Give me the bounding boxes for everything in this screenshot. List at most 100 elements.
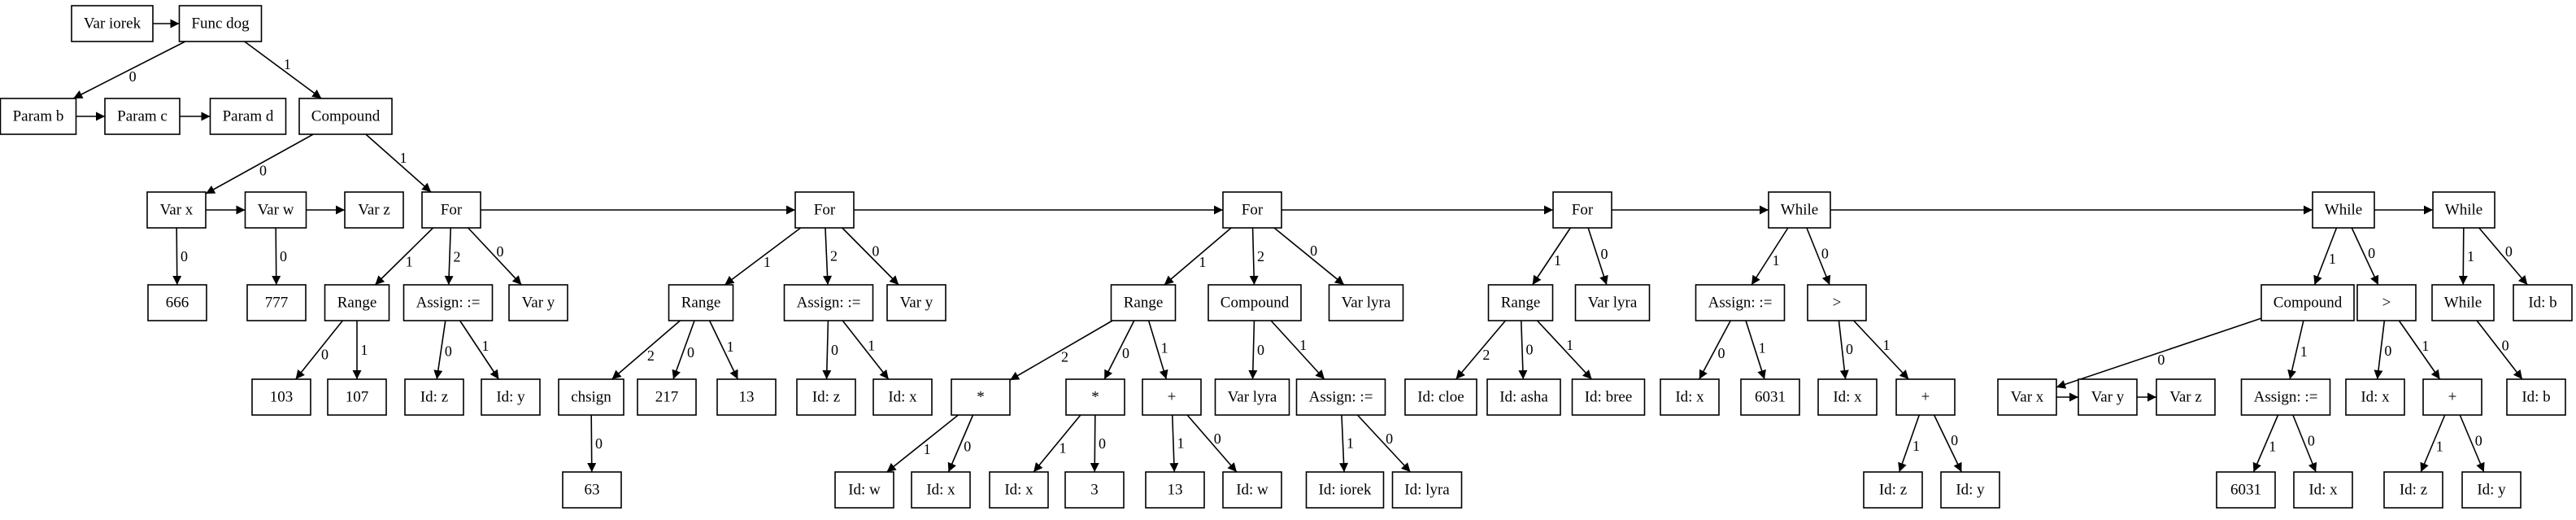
edge-label: 1 xyxy=(2436,438,2443,454)
node-label: Assign: := xyxy=(416,295,481,312)
edge-arrow xyxy=(1090,414,1099,473)
edge-label: 1 xyxy=(399,150,407,166)
tree-node: Id: z xyxy=(1863,471,1923,509)
tree-node: Var x xyxy=(1997,378,2057,416)
tree-node: Id: b xyxy=(2506,378,2566,416)
tree-node: Id: asha xyxy=(1486,378,1561,416)
edge-label: 2 xyxy=(453,248,460,264)
node-label: For xyxy=(441,202,463,219)
node-label: Id: z xyxy=(812,389,840,406)
node-box xyxy=(481,378,541,416)
edge-arrow xyxy=(2351,227,2379,286)
edge-arrow xyxy=(947,414,974,473)
node-box xyxy=(1807,284,1867,321)
node-label: Range xyxy=(1501,295,1541,312)
edge-arrow xyxy=(295,320,343,380)
node-label: Var z xyxy=(2169,389,2202,406)
node-box xyxy=(1222,471,1282,509)
edge-label: 0 xyxy=(1525,342,1533,358)
node-box xyxy=(2293,471,2353,509)
node-box xyxy=(872,378,933,416)
edge-label: 0 xyxy=(1951,432,1958,448)
tree-node: Id: lyra xyxy=(1391,471,1463,509)
tree-node: While xyxy=(2432,191,2496,229)
node-box xyxy=(558,378,624,416)
tree-node: 13 xyxy=(1145,471,1205,509)
edge-arrow xyxy=(724,227,802,286)
node-box xyxy=(2461,471,2522,509)
node-box xyxy=(2156,378,2216,416)
node-label: Assign: := xyxy=(2254,389,2318,406)
tree-node: 3 xyxy=(1064,471,1125,509)
node-label: 107 xyxy=(346,389,369,406)
tree-node: Compound xyxy=(1208,284,1302,321)
edge-label: 0 xyxy=(129,68,137,85)
node-box xyxy=(1391,471,1463,509)
node-label: Id: bree xyxy=(1585,389,1633,406)
node-label: Id: x xyxy=(2361,389,2390,406)
edge-label: 0 xyxy=(181,248,188,264)
tree-node: Assign: := xyxy=(1695,284,1786,321)
node-box xyxy=(2312,191,2375,229)
node-label: + xyxy=(1168,389,1177,406)
node-box xyxy=(1863,471,1923,509)
node-label: Var lyra xyxy=(1588,295,1638,312)
node-box xyxy=(1214,378,1290,416)
node-box xyxy=(1895,378,1956,416)
node-label: Var lyra xyxy=(1342,295,1391,312)
node-label: > xyxy=(2382,295,2391,312)
node-label: Id: b xyxy=(2528,295,2556,312)
node-label: 777 xyxy=(265,295,289,312)
tree-node: Id: z xyxy=(796,378,856,416)
tree-node: Var iorek xyxy=(71,5,154,42)
edge-label: 0 xyxy=(321,347,329,363)
edge-arrow xyxy=(1033,414,1081,473)
node-label: Id: asha xyxy=(1499,389,1548,406)
edge-arrow xyxy=(2056,317,2262,389)
edge-label: 0 xyxy=(445,343,452,359)
tree-node: Id: x xyxy=(2293,471,2353,509)
node-label: Id: x xyxy=(1004,482,1033,499)
node-label: 6031 xyxy=(1755,389,1786,406)
edge-label: 1 xyxy=(1566,337,1573,353)
edge-arrow xyxy=(1751,227,1789,286)
node-box xyxy=(178,5,263,42)
node-box xyxy=(783,284,874,321)
node-box xyxy=(1660,378,1720,416)
node-box xyxy=(1064,471,1125,509)
tree-node: Assign: := xyxy=(1295,378,1386,416)
node-label: Assign: := xyxy=(1708,295,1773,312)
edge-arrow xyxy=(1169,414,1179,473)
tree-node: Assign: := xyxy=(2240,378,2331,416)
node-label: Range xyxy=(681,295,721,312)
tree-node: Var z xyxy=(2156,378,2216,416)
tree-node: chsign xyxy=(558,378,624,416)
node-label: Func dog xyxy=(191,15,250,33)
tree-node: Id: iorek xyxy=(1305,471,1385,509)
node-label: Id: lyra xyxy=(1404,482,1450,499)
tree-node: Id: x xyxy=(2345,378,2405,416)
node-box xyxy=(209,98,287,135)
edge-arrow xyxy=(1248,320,1258,380)
node-box xyxy=(1110,284,1177,321)
tree-node: While xyxy=(2312,191,2375,229)
edge-arrow xyxy=(1249,227,1259,286)
tree-node: Assign: := xyxy=(783,284,874,321)
node-box xyxy=(951,378,1011,416)
node-box xyxy=(2345,378,2405,416)
tree-node: 103 xyxy=(251,378,311,416)
edge-label: 1 xyxy=(1161,339,1168,356)
node-box xyxy=(1208,284,1302,321)
edge-arrow xyxy=(244,41,322,99)
edge-arrow xyxy=(587,414,597,473)
edge-label: 0 xyxy=(1257,342,1264,358)
edge-arrow xyxy=(1587,227,1608,286)
node-box xyxy=(246,284,307,321)
node-box xyxy=(1328,284,1404,321)
tree-node: For xyxy=(1222,191,1282,229)
node-label: Var iorek xyxy=(84,15,141,33)
tree-node: Var y xyxy=(2078,378,2138,416)
edge-arrow xyxy=(1455,320,1507,380)
